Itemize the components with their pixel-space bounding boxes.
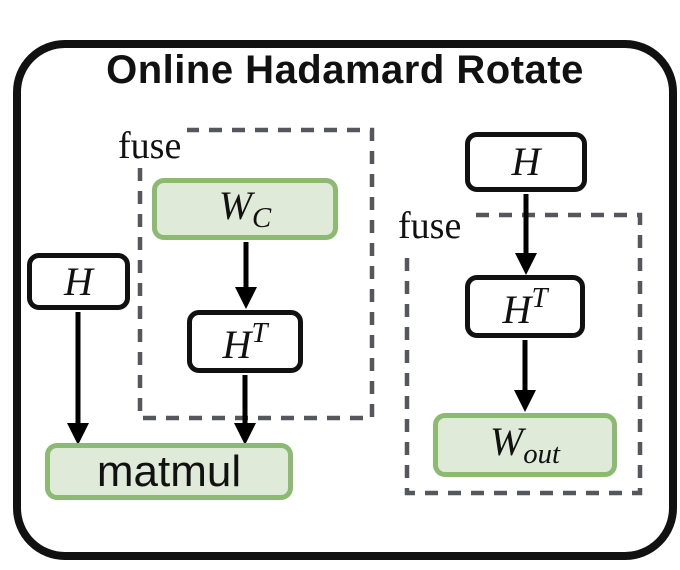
node-h-right-label: H bbox=[512, 142, 541, 182]
arrow-wc-to-ht-left-icon bbox=[235, 242, 257, 309]
arrow-ht-left-to-matmul-icon bbox=[234, 375, 256, 445]
node-matmul-label: matmul bbox=[96, 446, 242, 496]
node-ht-left-base: H bbox=[222, 321, 252, 367]
node-wout-base: W bbox=[489, 418, 524, 464]
diagram-title: Online Hadamard Rotate bbox=[106, 48, 584, 92]
node-ht-left-label: HT bbox=[222, 316, 268, 367]
arrow-h-right-to-ht-right-icon bbox=[515, 194, 537, 275]
node-h-right: H bbox=[465, 132, 587, 192]
node-h-right-base: H bbox=[511, 139, 541, 184]
node-ht-right-label: HT bbox=[502, 281, 548, 332]
fuse-label-right: fuse bbox=[392, 206, 468, 248]
arrow-h-left-to-matmul-icon bbox=[67, 312, 89, 445]
node-wc-subscript: C bbox=[252, 201, 272, 234]
fuse-region-left-dashed-box bbox=[137, 127, 375, 421]
node-wc: WC bbox=[152, 178, 338, 240]
node-h-left-base: H bbox=[64, 258, 93, 304]
node-h-left: H bbox=[27, 253, 130, 310]
diagram-outer-frame bbox=[13, 40, 677, 560]
node-wc-label: WC bbox=[218, 182, 272, 234]
node-ht-right: HT bbox=[465, 275, 585, 338]
node-ht-right-base: H bbox=[502, 286, 532, 332]
node-ht-left: HT bbox=[187, 310, 303, 373]
node-h-left-label: H bbox=[64, 258, 93, 304]
fuse-label-left: fuse bbox=[112, 126, 188, 168]
node-ht-left-superscript: T bbox=[251, 316, 268, 349]
node-ht-right-superscript: T bbox=[531, 281, 548, 314]
node-wout: Wout bbox=[433, 413, 617, 477]
node-wc-base: W bbox=[218, 182, 253, 228]
arrow-ht-right-to-wout-icon bbox=[514, 340, 536, 412]
node-wout-label: Wout bbox=[489, 418, 561, 470]
node-matmul: matmul bbox=[45, 443, 293, 500]
node-wout-subscript: out bbox=[523, 437, 561, 470]
